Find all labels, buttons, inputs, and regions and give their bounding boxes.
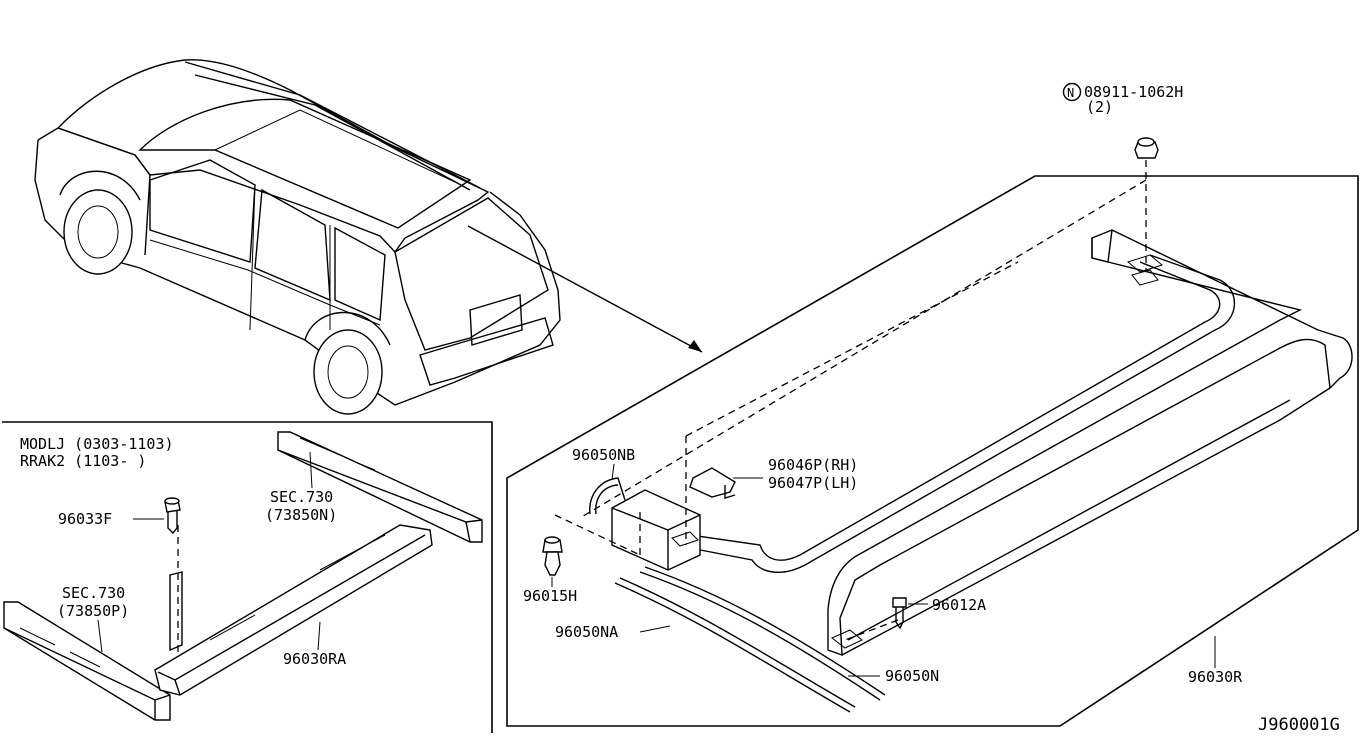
seal-strips bbox=[614, 566, 886, 713]
main-frame bbox=[506, 175, 1359, 727]
label-73850P: (73850P) bbox=[57, 602, 129, 620]
label-96030RA: 96030RA bbox=[283, 650, 346, 668]
screw-96012A bbox=[892, 597, 907, 630]
label-qty-2: (2) bbox=[1086, 98, 1113, 116]
vehicle-illustration bbox=[34, 59, 703, 415]
diagram-id: J960001G bbox=[1258, 715, 1340, 735]
label-96030R: 96030R bbox=[1188, 668, 1243, 686]
label-96050N: 96050N bbox=[885, 667, 939, 685]
svg-text:N: N bbox=[1067, 86, 1074, 100]
label-08911-1062H: 08911-1062H bbox=[1084, 83, 1183, 101]
label-96047P: 96047P(LH) bbox=[768, 474, 858, 492]
clip-96050NB bbox=[589, 477, 626, 515]
molding-73850N bbox=[277, 431, 483, 543]
label-sec730-upper: SEC.730 bbox=[270, 488, 333, 506]
label-sec730-lower: SEC.730 bbox=[62, 584, 125, 602]
molding-96030RA bbox=[154, 524, 433, 696]
label-96050NB: 96050NB bbox=[572, 446, 635, 464]
model-code-line2: RRAK2 (1103- ) bbox=[20, 452, 146, 470]
nut-08911-1062H bbox=[1134, 137, 1159, 159]
label-96012A: 96012A bbox=[932, 596, 986, 614]
label-96033F: 96033F bbox=[58, 510, 112, 528]
label-96050NA: 96050NA bbox=[555, 623, 618, 641]
grommet-96015H bbox=[542, 536, 563, 576]
screw-96033F bbox=[164, 497, 181, 535]
bracket-96046P-96047P bbox=[689, 467, 736, 499]
label-73850N: (73850N) bbox=[265, 506, 337, 524]
model-code-line1: MODLJ (0303-1103) bbox=[20, 435, 174, 453]
rear-spoiler-96030R bbox=[611, 229, 1353, 657]
label-96015H: 96015H bbox=[523, 587, 577, 605]
label-96046P: 96046P(RH) bbox=[768, 456, 858, 474]
inset-frame bbox=[2, 421, 493, 733]
fastener-symbol-n: N bbox=[1062, 82, 1082, 102]
dashed-guides bbox=[177, 160, 1147, 660]
molding-73850P bbox=[3, 601, 171, 721]
